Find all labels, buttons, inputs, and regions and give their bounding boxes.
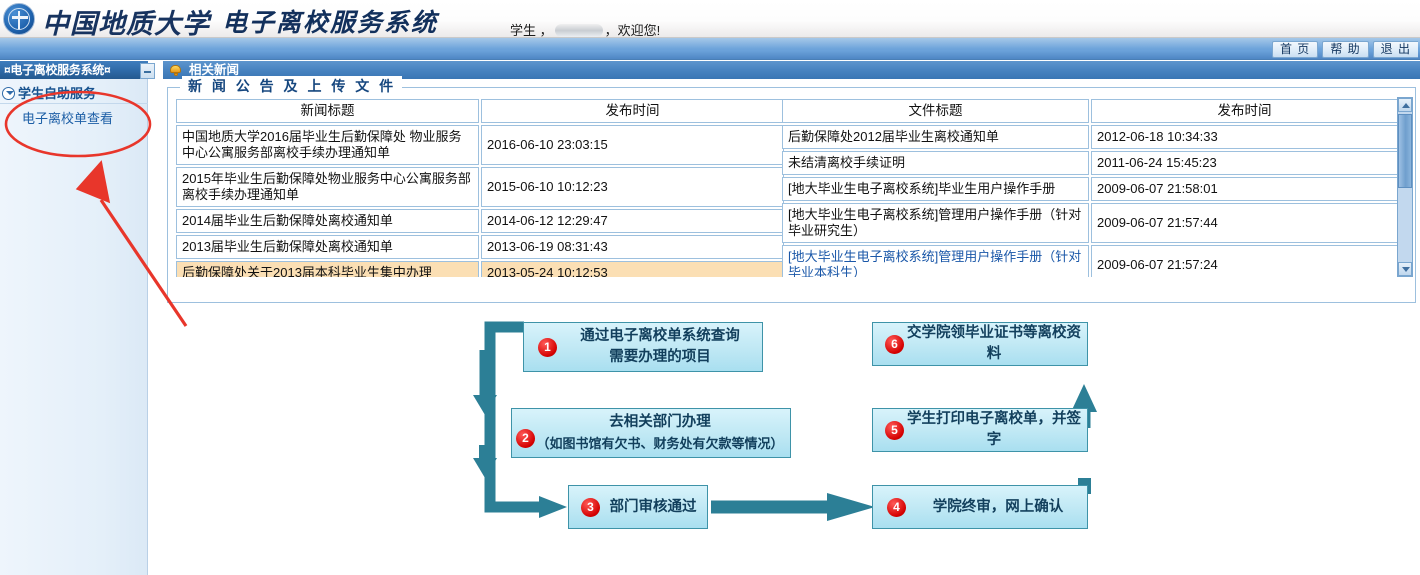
sidebar: ¤电子离校服务系统¤ 学生自助服务 电子离校单查看: [0, 61, 148, 575]
news-row-date: 2016-06-10 23:03:15: [481, 125, 784, 165]
redacted-username: [554, 24, 603, 37]
news-row-title[interactable]: 后勤保障处关于2013届本科毕业生集中办理: [176, 261, 479, 277]
file-row-title[interactable]: [地大毕业生电子离校系统]毕业生用户操作手册: [782, 177, 1089, 201]
flow-step-4-line1: 学院终审，网上确认: [932, 498, 1064, 515]
file-row[interactable]: [地大毕业生电子离校系统]管理用户操作手册（针对毕业研究生）2009-06-07…: [782, 203, 1398, 243]
news-table-header-row: 新闻标题 发布时间: [176, 99, 784, 123]
scroll-up-button[interactable]: [1398, 98, 1412, 112]
scrollbar-thumb[interactable]: [1398, 114, 1412, 188]
nav-strip: 首 页 帮 助 退 出: [0, 38, 1420, 60]
flow-step-3: 3 部门审核通过: [568, 485, 708, 529]
panel-header-title: 相关新闻: [189, 63, 240, 77]
flow-step-2-line1: 去相关部门办理: [609, 413, 711, 430]
sidebar-title: ¤电子离校服务系统¤: [0, 61, 148, 79]
flow-step-2-line2: （如图书馆有欠书、财务处有欠款等情况）: [536, 435, 784, 451]
news-table-wrap: 新闻标题 发布时间 中国地质大学2016届毕业生后勤保障处 物业服务中心公寓服务…: [174, 97, 786, 277]
file-row-date: 2009-06-07 21:57:24: [1091, 245, 1398, 277]
file-row[interactable]: [地大毕业生电子离校系统]管理用户操作手册（针对毕业本科生）2009-06-07…: [782, 245, 1398, 277]
file-row-date: 2012-06-18 10:34:33: [1091, 125, 1398, 149]
flow-step-4-badge: 4: [887, 498, 906, 517]
file-col-date: 发布时间: [1091, 99, 1398, 123]
file-row-date: 2009-06-07 21:58:01: [1091, 177, 1398, 201]
flow-step-5-badge: 5: [885, 421, 904, 440]
file-row-title[interactable]: [地大毕业生电子离校系统]管理用户操作手册（针对毕业研究生）: [782, 203, 1089, 243]
news-row-title[interactable]: 2014届毕业生后勤保障处离校通知单: [176, 209, 479, 233]
flow-step-6: 6 交学院领毕业证书等离校资料: [872, 322, 1088, 366]
help-button[interactable]: 帮 助: [1322, 41, 1369, 58]
file-row-title[interactable]: [地大毕业生电子离校系统]管理用户操作手册（针对毕业本科生）: [782, 245, 1089, 277]
file-row-date: 2009-06-07 21:57:44: [1091, 203, 1398, 243]
file-row-title[interactable]: 后勤保障处2012届毕业生离校通知单: [782, 125, 1089, 149]
process-flowchart: 1 通过电子离校单系统查询 需要办理的项目 2 去相关部门办理 （如图书馆有欠书…: [163, 300, 1420, 575]
flow-step-6-line1: 交学院领毕业证书等离校资料: [907, 325, 1081, 362]
news-row-title[interactable]: 中国地质大学2016届毕业生后勤保障处 物业服务中心公寓服务部离校手续办理通知单: [176, 125, 479, 165]
news-row-date: 2014-06-12 12:29:47: [481, 209, 784, 233]
news-row-title[interactable]: 2015年毕业生后勤保障处物业服务中心公寓服务部离校手续办理通知单: [176, 167, 479, 207]
news-row-date: 2013-06-19 08:31:43: [481, 235, 784, 259]
file-row-date: 2011-06-24 15:45:23: [1091, 151, 1398, 175]
university-logo-icon: [3, 3, 35, 35]
sidebar-group-student-services[interactable]: 学生自助服务: [0, 83, 148, 104]
panel-header: 相关新闻: [163, 61, 1420, 79]
news-col-title: 新闻标题: [176, 99, 479, 123]
greeting-suffix: ，欢迎您!: [604, 23, 661, 38]
flowchart-connectors: [473, 321, 1097, 521]
news-fieldset: 新 闻 公 告 及 上 传 文 件 新闻标题 发布时间 中国地质大学2016届毕…: [167, 76, 1416, 303]
chevron-down-icon: [2, 87, 15, 100]
greeting-prefix: 学生 ，: [510, 23, 553, 38]
system-title: 电子离校服务系统: [222, 10, 439, 37]
university-name: 中国地质大学: [42, 9, 210, 39]
news-row[interactable]: 中国地质大学2016届毕业生后勤保障处 物业服务中心公寓服务部离校手续办理通知单…: [176, 125, 784, 165]
flow-step-2-badge: 2: [516, 429, 535, 448]
flow-step-6-badge: 6: [885, 335, 904, 354]
flow-step-1-line1: 通过电子离校单系统查询: [580, 328, 740, 344]
nav-sheen: [0, 38, 1420, 49]
announcement-bell-icon: [169, 64, 182, 76]
news-table-clip: 新闻标题 发布时间 中国地质大学2016届毕业生后勤保障处 物业服务中心公寓服务…: [174, 97, 786, 277]
news-row-date: 2013-05-24 10:12:53: [481, 261, 784, 277]
file-table-scrollbar[interactable]: [1397, 97, 1413, 277]
news-col-date: 发布时间: [481, 99, 784, 123]
exit-button[interactable]: 退 出: [1372, 41, 1418, 58]
flow-step-1: 1 通过电子离校单系统查询 需要办理的项目: [523, 322, 763, 372]
news-row-date: 2015-06-10 10:12:23: [481, 167, 784, 207]
news-row-title[interactable]: 2013届毕业生后勤保障处离校通知单: [176, 235, 479, 259]
sidebar-collapse-button[interactable]: [140, 63, 155, 79]
flow-step-1-badge: 1: [538, 338, 557, 357]
flow-step-2: 2 去相关部门办理 （如图书馆有欠书、财务处有欠款等情况）: [511, 408, 791, 458]
flow-step-1-line2: 需要办理的项目: [609, 349, 711, 365]
flow-step-4: 4 学院终审，网上确认: [872, 485, 1088, 529]
content-panel: 相关新闻 新 闻 公 告 及 上 传 文 件 新闻标题 发布时间 中国地质大学2…: [163, 61, 1420, 575]
flow-step-5-line1: 学生打印电子离校单，并签字: [907, 411, 1081, 448]
sidebar-item-view-clearance-form[interactable]: 电子离校单查看: [22, 111, 114, 126]
user-greeting: 学生 ， ，欢迎您!: [510, 20, 660, 39]
fieldset-legend: 新 闻 公 告 及 上 传 文 件: [182, 76, 403, 96]
sidebar-group-label: 学生自助服务: [18, 86, 97, 101]
file-col-title: 文件标题: [782, 99, 1089, 123]
file-row-title[interactable]: 未结清离校手续证明: [782, 151, 1089, 175]
file-table-header-row: 文件标题 发布时间: [782, 99, 1398, 123]
app-banner: 中国地质大学 电子离校服务系统 学生 ， ，欢迎您!: [0, 0, 1420, 39]
flow-step-3-line1: 部门审核通过: [609, 498, 697, 515]
news-table: 新闻标题 发布时间 中国地质大学2016届毕业生后勤保障处 物业服务中心公寓服务…: [174, 97, 786, 277]
flow-step-3-badge: 3: [581, 498, 600, 517]
home-button[interactable]: 首 页: [1271, 41, 1319, 58]
flow-step-5: 5 学生打印电子离校单，并签字: [872, 408, 1088, 452]
scroll-down-button[interactable]: [1398, 262, 1412, 276]
nav-buttons: 首 页 帮 助 退 出: [1271, 41, 1418, 58]
